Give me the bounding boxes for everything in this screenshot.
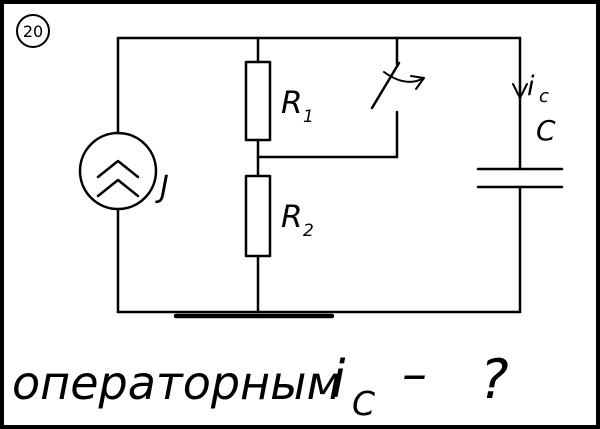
question-dash: – (402, 345, 427, 403)
switch-blade (370, 61, 401, 110)
current-source-arrow-1 (96, 159, 140, 179)
figure-number-circle (16, 14, 50, 48)
question-word: операторным (12, 356, 341, 410)
figure-number: 20 (23, 22, 43, 41)
switch-motion-arrowhead (410, 75, 425, 90)
question-symbol-subscript: C (352, 384, 375, 423)
capacitor-current-subscript: c (539, 86, 549, 107)
current-direction-arrowhead (512, 83, 528, 99)
question-symbol: i (331, 350, 346, 410)
resistor2-label: R (281, 199, 303, 235)
capacitor-label: C (536, 114, 556, 147)
switch-motion-arc (383, 71, 425, 83)
wires-group (78, 36, 564, 319)
capacitor-current-label: i (527, 71, 535, 102)
resistor1-subscript: 1 (303, 107, 314, 127)
current-source-arrow-2 (96, 178, 140, 198)
question-mark: ? (480, 348, 509, 411)
resistor1-label: R (281, 85, 303, 121)
resistor2-subscript: 2 (303, 221, 314, 241)
